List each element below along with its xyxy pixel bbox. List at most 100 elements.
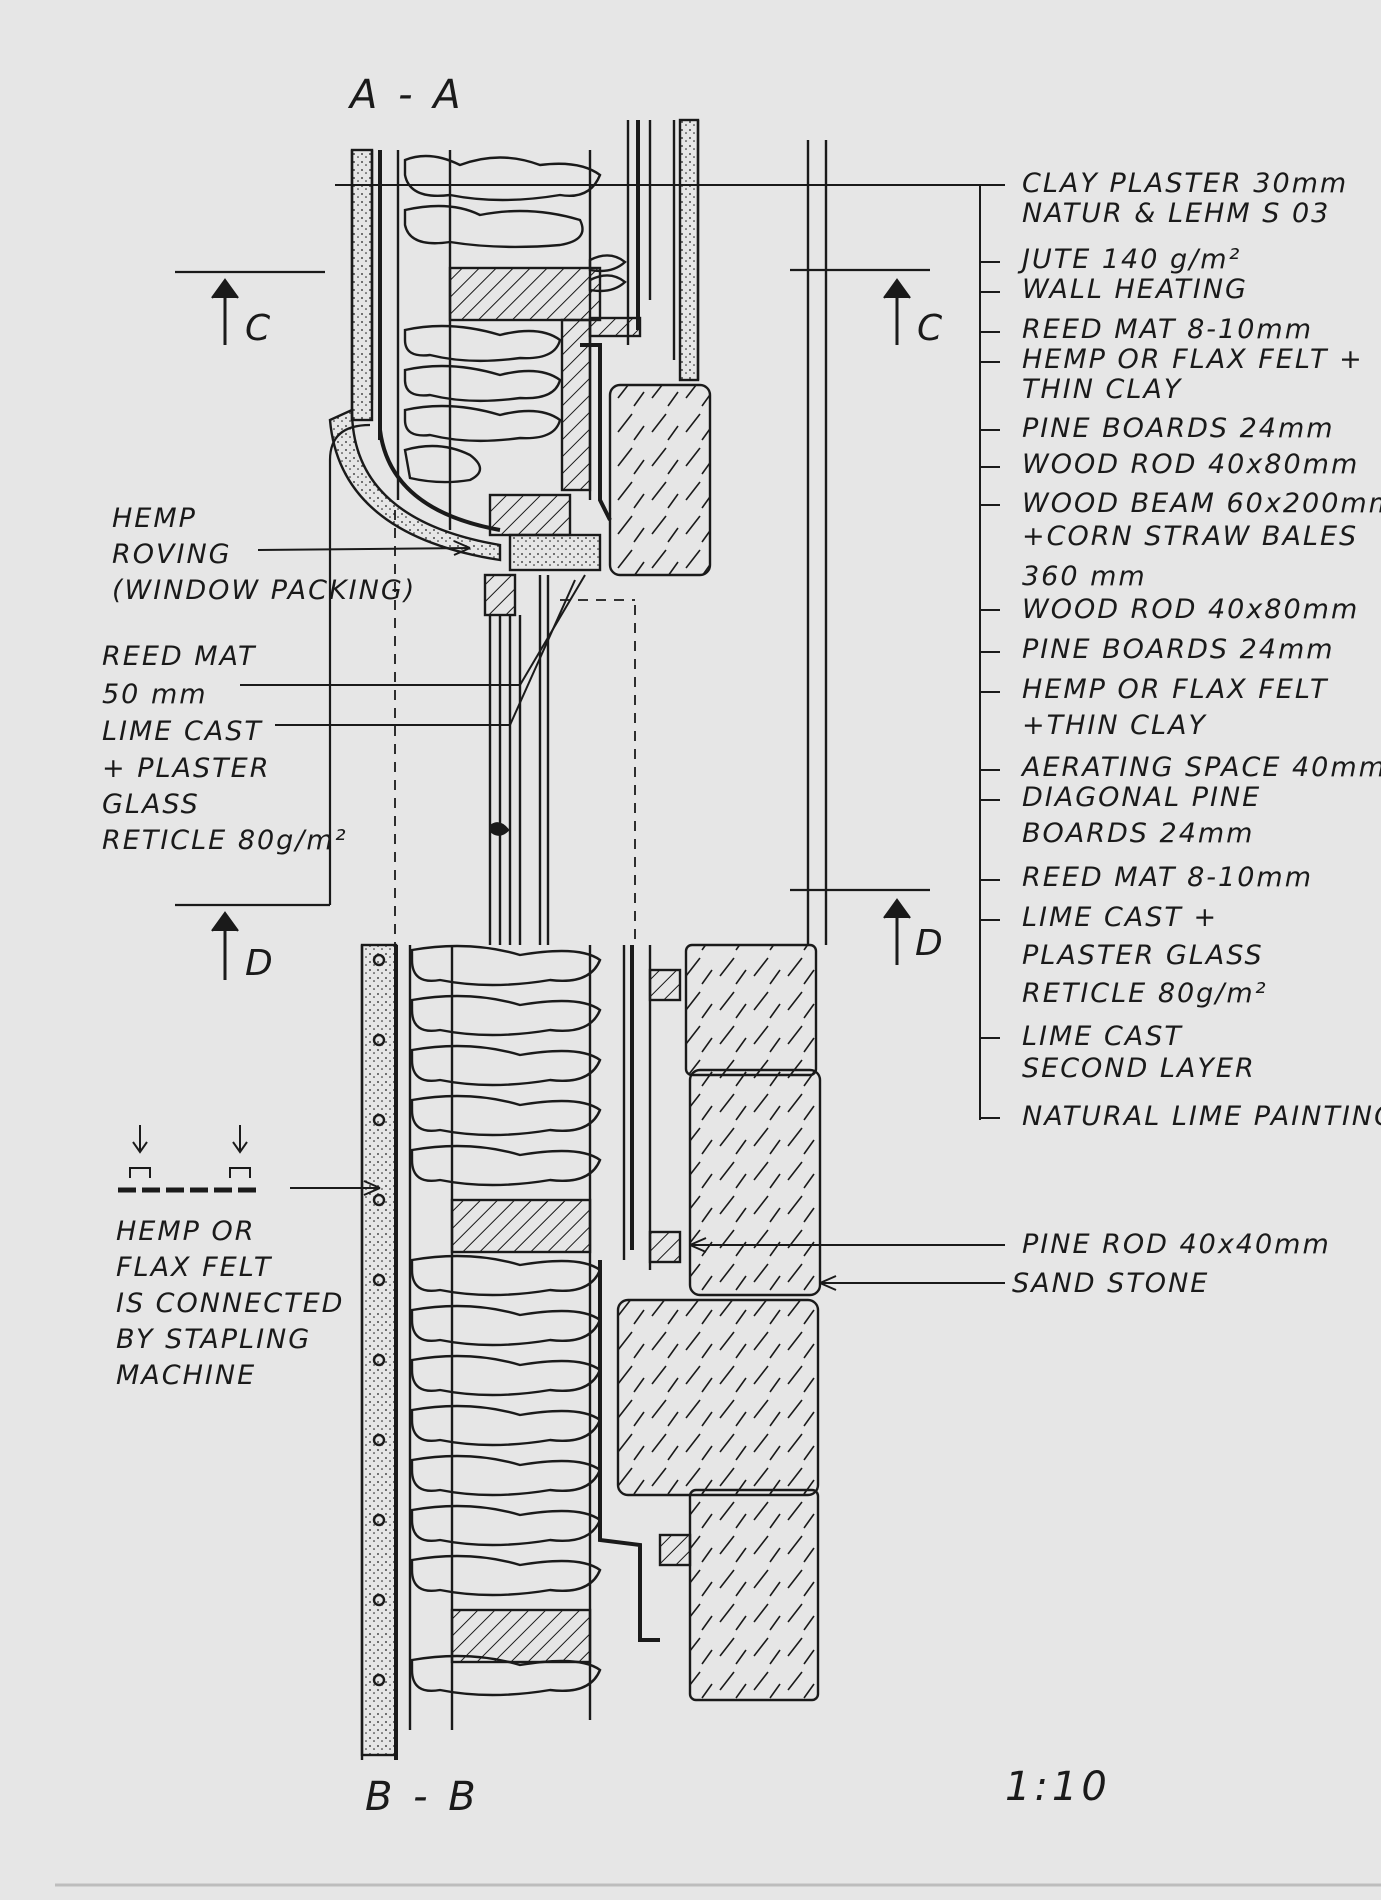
label-plaster: + PLASTER (102, 753, 270, 784)
section-title-top: A - A (347, 72, 465, 118)
plaster-bottom (360, 943, 398, 1757)
stone-top (608, 383, 712, 577)
label-roving: ROVING (112, 539, 232, 570)
layer-clay-plaster: CLAY PLASTER 30mm (1022, 168, 1348, 199)
svg-text:WOOD ROD 40x80mm: WOOD ROD 40x80mm (1022, 449, 1359, 480)
layer-aerating: AERATING SPACE 40mm (1020, 752, 1381, 783)
sandstone-4 (688, 1488, 820, 1702)
layer-pine-boards-2: PINE BOARDS 24mm (1022, 634, 1335, 665)
layer-diagonal: DIAGONAL PINE (1022, 782, 1261, 813)
layer-reed-mat-2: REED MAT 8-10mm (1022, 862, 1313, 893)
label-reticle: RETICLE 80g/m² (102, 825, 348, 856)
svg-text:AERATING SPACE 40mm: AERATING SPACE 40mm (1020, 752, 1381, 783)
cut-label-d-right: D (915, 923, 943, 964)
label-felt-1: HEMP OR (116, 1216, 256, 1247)
layer-lime-cast: LIME CAST + (1022, 902, 1218, 933)
section-bottom (360, 943, 822, 1760)
layer-wall-heating: WALL HEATING (1022, 274, 1248, 305)
cut-label-c-left: C (245, 308, 271, 349)
staples-bottom (372, 953, 386, 1687)
wood-rod-top-1 (560, 318, 592, 492)
layer-wood-beam-3: 360 mm (1022, 561, 1147, 592)
section-title-bottom: B - B (365, 1774, 480, 1820)
layer-diagonal-2: BOARDS 24mm (1022, 818, 1254, 849)
wood-beam-top (448, 266, 602, 322)
svg-text:WOOD BEAM 60x200mm+CORN STRAW: WOOD BEAM 60x200mm+CORN STRAW BALES 360 m… (1022, 488, 1381, 592)
svg-text:PINE BOARDS 24mm: PINE BOARDS 24mm (1022, 634, 1335, 665)
layer-felt-2: THIN CLAY (1022, 374, 1183, 405)
svg-text:PINE BOARDS 24mm: PINE BOARDS 24mm (1022, 413, 1335, 444)
layer-lime-cast-2: PLASTER GLASS (1022, 940, 1264, 971)
label-felt-4: BY STAPLING (116, 1324, 311, 1355)
svg-text:REED MAT 8-10mm: REED MAT 8-10mm (1022, 314, 1313, 345)
sandstone-2 (688, 1068, 822, 1297)
layer-wood-rod: WOOD ROD 40x80mm (1022, 449, 1359, 480)
window-reveal (328, 408, 502, 562)
layer-felt-b: HEMP OR FLAX FELT (1022, 674, 1329, 705)
straw-bales-bottom (410, 944, 602, 1697)
layer-lime-painting: NATURAL LIME PAINTING (1022, 1101, 1381, 1132)
label-lime-cast: LIME CAST (102, 716, 263, 747)
layer-lime-second: LIME CAST (1022, 1021, 1183, 1052)
svg-text:HEMP OR FLAX FELT+THIN CLAY: HEMP OR FLAX FELT +THIN CLAY (1022, 674, 1329, 741)
wood-rod-top-2 (588, 316, 642, 338)
label-pine-rod: PINE ROD 40x40mm (1022, 1229, 1331, 1260)
sandstone-3 (616, 1298, 820, 1497)
straw-bales-top (403, 154, 627, 484)
layer-clay-plaster-brand: NATUR & LEHM S 03 (1022, 198, 1330, 229)
layer-wood-beam: WOOD BEAM 60x200mm (1022, 488, 1381, 519)
svg-text:HEMP OR FLAX FELT +THIN CLAY: HEMP OR FLAX FELT +THIN CLAY (1022, 344, 1364, 405)
label-felt-5: MACHINE (116, 1360, 256, 1391)
pine-rod-1 (648, 968, 682, 1002)
cut-label-c-right: C (917, 308, 943, 349)
label-reed-mat-size: 50 mm (102, 679, 208, 710)
wood-beam-bottom-2 (450, 1608, 592, 1664)
layer-leaders (240, 184, 1005, 1291)
sandstone-1 (684, 943, 818, 1077)
label-glass: GLASS (102, 789, 200, 820)
wood-beam-bottom-1 (450, 1198, 592, 1254)
window-frame (483, 573, 550, 945)
label-reed-mat: REED MAT (102, 641, 257, 672)
cut-markers (175, 268, 930, 980)
svg-text:REED MAT 8-10mm: REED MAT 8-10mm (1022, 862, 1313, 893)
layer-felt: HEMP OR FLAX FELT + (1022, 344, 1364, 375)
sill-block (488, 493, 572, 537)
label-window-packing: (WINDOW PACKING) (112, 575, 416, 606)
pine-rod-3 (658, 1533, 692, 1567)
layer-pine-boards: PINE BOARDS 24mm (1022, 413, 1335, 444)
svg-text:WALL HEATING: WALL HEATING (1022, 274, 1248, 305)
svg-text:WOOD ROD 40x80mm: WOOD ROD 40x80mm (1022, 594, 1359, 625)
label-hemp: HEMP (112, 503, 197, 534)
pine-rod-2 (648, 1230, 682, 1264)
outer-plaster-top (678, 118, 700, 382)
layer-felt-b-2: +THIN CLAY (1022, 710, 1208, 741)
svg-text:JUTE 140 g/m²: JUTE 140 g/m² (1017, 244, 1241, 275)
layer-lime-second-2: SECOND LAYER (1022, 1053, 1256, 1084)
layer-reed-mat: REED MAT 8-10mm (1022, 314, 1313, 345)
plaster-top (350, 148, 374, 422)
label-felt-2: FLAX FELT (116, 1252, 273, 1283)
layer-jute: JUTE 140 g/m² (1017, 244, 1241, 275)
scale-label: 1:10 (1005, 1764, 1111, 1810)
label-sand-stone: SAND STONE (1012, 1268, 1209, 1299)
layer-wood-rod-2: WOOD ROD 40x80mm (1022, 594, 1359, 625)
svg-text:NATURAL LIME PAINTING: NATURAL LIME PAINTING (1022, 1101, 1381, 1132)
layer-lime-cast-3: RETICLE 80g/m² (1022, 978, 1268, 1009)
left-labels: HEMP ROVING (WINDOW PACKING) REED MAT 50 mm… (102, 503, 416, 1391)
cut-label-d-left: D (245, 943, 273, 984)
section-top (328, 118, 828, 945)
label-felt-3: IS CONNECTED (116, 1288, 344, 1319)
layer-wood-beam-2: +CORN STRAW BALES (1022, 521, 1358, 552)
staple-icon (118, 1125, 258, 1193)
